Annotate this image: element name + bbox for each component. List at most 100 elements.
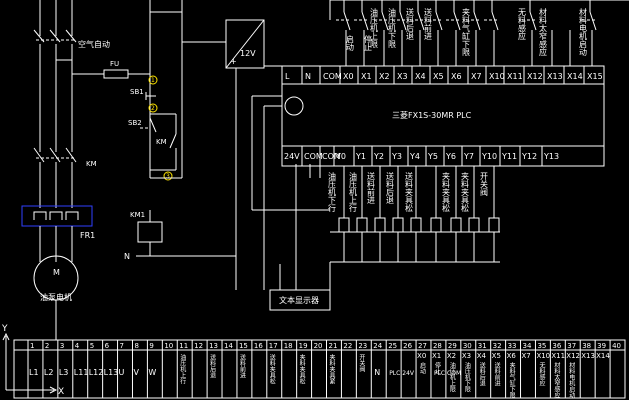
plc-output-terminal: Y1 — [355, 152, 366, 161]
terminal-number: 24 — [373, 342, 382, 350]
plc-output-terminal: Y5 — [427, 152, 438, 161]
terminal-number: 27 — [418, 342, 427, 350]
plc-body — [281, 65, 605, 167]
input-description: 油压机上限 — [448, 361, 455, 393]
terminal-number: 12 — [194, 342, 203, 350]
km-contact-label: KM — [156, 138, 167, 146]
plc-input-terminal: X10 — [489, 72, 505, 81]
terminal-number: 1 — [30, 342, 34, 350]
terminal-number: 26 — [403, 342, 412, 350]
motor-symbol: M — [53, 268, 60, 277]
input-description: 停止 — [433, 361, 440, 374]
output-function-labels: 油压机下行 油压机上行 送料前进 送料后退 送料夹具松 夹料夹具松 夹料夹具松 … — [328, 171, 489, 213]
motor-main-circuit: 空气自动 KM FR1 M 油泵电机 FU — [21, 0, 150, 340]
output-group-label: 夹料夹具紧 — [328, 353, 335, 384]
output-coil — [338, 217, 350, 233]
coil-km1-label: KM1 — [130, 211, 145, 219]
terminal-number: 10 — [164, 342, 173, 350]
input-terminal: X0 — [417, 352, 426, 360]
text-display-unit: 文本显示器 — [269, 264, 331, 311]
output-coil — [374, 217, 386, 233]
output-label-2: 送料前进 — [367, 171, 376, 205]
motor-caption: 油泵电机 — [40, 292, 72, 302]
terminal-number: 25 — [388, 342, 397, 350]
terminal-number: 7 — [120, 342, 124, 350]
output-coil — [430, 217, 442, 233]
input-terminal: X12 — [566, 352, 580, 360]
input-description-labels: 启动停止油压机上限油压机下限送料后退送料前进夹料气缸下限无料感应材料太窄感应材料… — [419, 361, 575, 399]
node-3-marker — [163, 171, 173, 181]
input-label-0: 启动 — [346, 34, 355, 52]
output-group-label: 送料后退 — [209, 353, 216, 379]
plc-output-terminal: Y13 — [543, 152, 559, 161]
power-supply-label: 12V — [240, 49, 256, 58]
input-description: 无料感应 — [538, 362, 545, 387]
plc-model-label: 三菱FX1S-30MR PLC — [392, 110, 472, 120]
main-terminal: U — [119, 368, 125, 377]
output-group-label: 夹料夹具松 — [298, 353, 305, 385]
input-label-9: 材料太窄感应 — [539, 7, 548, 57]
text-display-label: 文本显示器 — [279, 295, 319, 305]
output-label-7: 开关阀 — [480, 172, 489, 197]
plc-output-terminal: Y7 — [463, 152, 474, 161]
input-description: 材料太窄感应 — [553, 361, 560, 399]
terminal-number: 36 — [552, 342, 561, 350]
output-group-label: 油压机上行 — [179, 353, 186, 385]
output-label-4: 送料夹具松 — [405, 171, 414, 213]
sb2-label: SB2 — [128, 119, 142, 127]
terminal-number: 32 — [493, 342, 502, 350]
plc-input-terminal: X5 — [433, 72, 444, 81]
terminal-number: 31 — [478, 342, 487, 350]
input-terminal: X5 — [492, 352, 501, 360]
main-terminal: L12 — [89, 368, 104, 377]
terminal-number: 30 — [463, 342, 472, 350]
terminal-number: 40 — [612, 342, 621, 350]
output-group-label: N — [374, 368, 380, 377]
terminal-number: 34 — [523, 342, 532, 350]
input-terminal: X3 — [462, 352, 471, 360]
terminal-number: 19 — [299, 342, 308, 350]
node-1-label: 1 — [151, 77, 155, 84]
plc-input-terminal: N — [305, 72, 311, 81]
plc-input-terminal: X12 — [527, 72, 543, 81]
output-label-0: 油压机下行 — [328, 171, 337, 213]
input-terminal: X13 — [581, 352, 595, 360]
terminal-columns — [27, 340, 626, 398]
output-coil — [450, 217, 462, 233]
input-terminal: X2 — [447, 352, 456, 360]
plc-input-terminal: X7 — [471, 72, 482, 81]
output-coil — [488, 217, 500, 233]
plc-output-terminal: Y4 — [409, 152, 420, 161]
terminal-number: 39 — [597, 342, 606, 350]
output-group-label: PLC COM — [434, 370, 461, 377]
input-description: 启动 — [419, 361, 426, 375]
input-description: 夹料气缸下限 — [508, 361, 515, 399]
terminal-number: 17 — [269, 342, 278, 350]
output-group-label: 送料前进 — [238, 353, 245, 379]
input-description: 送料后退 — [478, 361, 485, 387]
plc-input-terminal: X6 — [451, 72, 462, 81]
plc-output-terminal: Y2 — [373, 152, 384, 161]
plc-input-terminal: X11 — [507, 72, 523, 81]
terminal-number: 20 — [314, 342, 323, 350]
plc-output-terminal: Y10 — [481, 152, 497, 161]
input-terminal: X7 — [522, 352, 531, 360]
terminal-number: 9 — [149, 342, 153, 350]
terminal-number: 28 — [433, 342, 442, 350]
fr1-label: FR1 — [80, 231, 95, 240]
terminal-number: 33 — [508, 342, 517, 350]
plc-input-terminal: X0 — [343, 72, 354, 81]
terminal-number: 15 — [239, 342, 248, 350]
input-label-3: 油压机下限 — [388, 7, 397, 49]
plc-input-terminal: X13 — [547, 72, 563, 81]
output-coil — [392, 217, 404, 233]
input-label-4: 送料后退 — [406, 7, 415, 41]
terminal-number: 35 — [537, 342, 546, 350]
output-group-label: PLC 24V — [389, 370, 415, 377]
input-terminal: X1 — [432, 352, 441, 360]
